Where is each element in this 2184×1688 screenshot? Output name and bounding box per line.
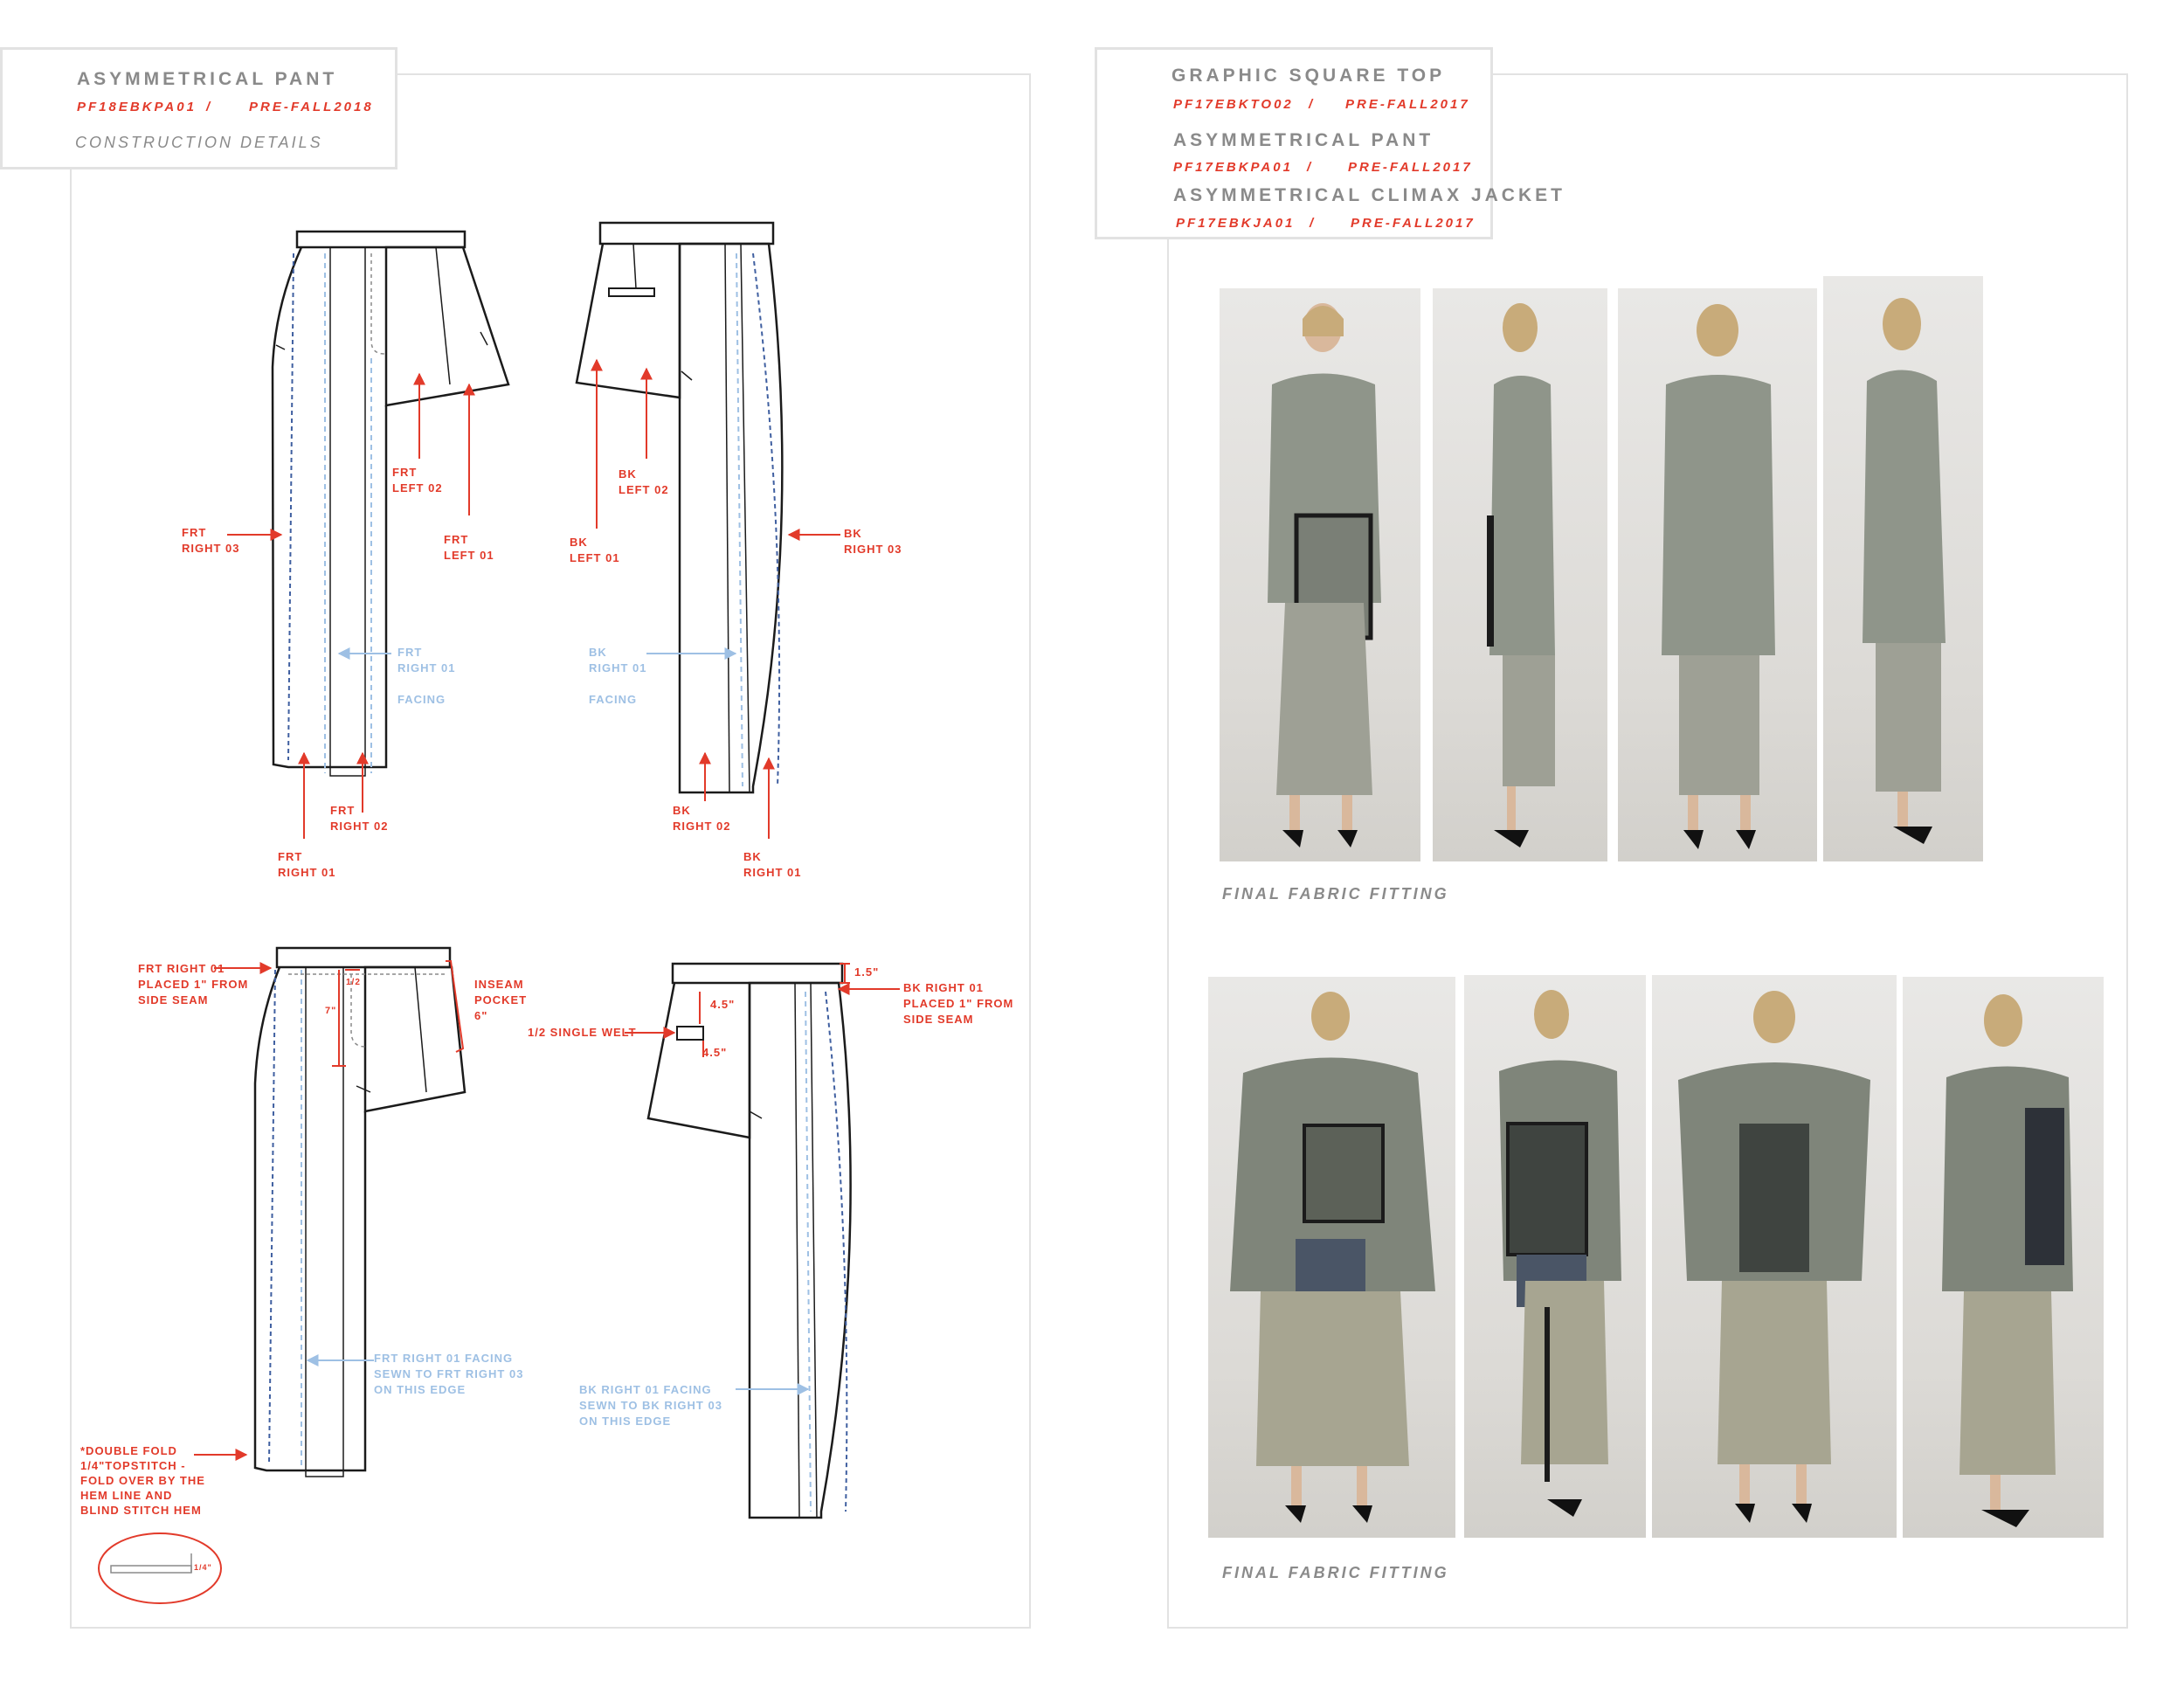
fitting-photo-bottom-front	[1208, 977, 1455, 1538]
front-right-outline	[271, 246, 388, 769]
front-flat-top	[271, 230, 510, 777]
front-left-panel-detail	[363, 965, 467, 1113]
product-separator-3: /	[1310, 216, 1317, 231]
caption-final-fabric-fitting-bottom: FINAL FABRIC FITTING	[1222, 1564, 1449, 1581]
label-bk-right-02: BK RIGHT 02	[673, 804, 731, 833]
fitting-photo-bottom-back	[1652, 975, 1897, 1538]
front-right-outline-detail	[253, 966, 367, 1472]
product-title-2: ASYMMETRICAL PANT	[1173, 130, 1434, 150]
label-bk-right-01-placed: BK RIGHT 01 PLACED 1" FROM SIDE SEAM	[903, 981, 1014, 1026]
back-right-outline-detail	[748, 981, 852, 1519]
product-season-3: PRE-FALL2017	[1351, 216, 1476, 231]
product-title-1: GRAPHIC SQUARE TOP	[1171, 66, 1446, 86]
front-waistband-detail	[275, 946, 452, 969]
back-left-panel	[575, 243, 681, 399]
product-title-3: ASYMMETRICAL CLIMAX JACKET	[1173, 185, 1565, 205]
label-four-five-a: 4.5"	[710, 998, 736, 1011]
label-frt-facing-sewn: FRT RIGHT 01 FACING SEWN TO FRT RIGHT 03…	[374, 1352, 524, 1396]
product-season-1: PRE-FALL2017	[1345, 97, 1470, 112]
label-bk-left-01: BK LEFT 01	[570, 536, 620, 564]
construction-details-subtitle: CONSTRUCTION DETAILS	[75, 134, 323, 151]
label-single-welt: 1/2 SINGLE WELT	[528, 1026, 637, 1039]
pant-season: PRE-FALL2018	[249, 100, 374, 114]
back-right-outline	[678, 242, 784, 794]
label-frt-right-01: FRT RIGHT 01	[278, 850, 336, 879]
back-waistband-detail	[671, 962, 844, 985]
product-separator-1: /	[1309, 97, 1316, 112]
label-bk-facing-sewn: BK RIGHT 01 FACING SEWN TO BK RIGHT 03 O…	[579, 1383, 722, 1428]
back-welt-pocket	[608, 287, 655, 297]
label-frt-left-01: FRT LEFT 01	[444, 533, 494, 562]
back-flat-top	[575, 221, 784, 794]
fitting-photo-top-front	[1220, 288, 1420, 861]
product-separator-2: /	[1307, 160, 1314, 175]
front-waistband	[295, 230, 467, 249]
product-season-2: PRE-FALL2017	[1348, 160, 1473, 175]
label-inseam-pocket: INSEAM POCKET 6"	[474, 978, 528, 1022]
left-page-frame	[70, 73, 1031, 1629]
fitting-photo-bottom-side-left	[1903, 977, 2104, 1538]
pant-title: ASYMMETRICAL PANT	[77, 69, 338, 89]
fitting-photo-top-back	[1618, 288, 1817, 861]
label-four-five-b: 4.5"	[702, 1046, 728, 1059]
pant-style-code: PF18EBKPA01	[77, 100, 197, 114]
product-code-3: PF17EBKJA01	[1176, 216, 1296, 231]
label-hem-quarter: 1/4"	[194, 1563, 212, 1572]
product-code-1: PF17EBKTO02	[1173, 97, 1294, 112]
front-right-inner-panel	[329, 247, 366, 777]
label-double-fold: *DOUBLE FOLD 1/4"TOPSTITCH - FOLD OVER B…	[80, 1444, 205, 1517]
fitting-photo-bottom-side-right	[1464, 975, 1646, 1538]
label-bk-right-01-facing: BK RIGHT 01 FACING	[589, 646, 647, 706]
fitting-photo-top-side-right	[1433, 288, 1607, 861]
label-frt-right-01-facing: FRT RIGHT 01 FACING	[397, 646, 456, 706]
label-one-five: 1.5"	[854, 965, 880, 979]
label-frt-right-01-placed: FRT RIGHT 01 PLACED 1" FROM SIDE SEAM	[138, 962, 249, 1007]
caption-final-fabric-fitting-top: FINAL FABRIC FITTING	[1222, 885, 1449, 903]
label-half-inch: 1/2	[346, 978, 361, 987]
pant-code-separator: /	[206, 100, 213, 114]
label-bk-right-01: BK RIGHT 01	[743, 850, 802, 879]
label-frt-right-02: FRT RIGHT 02	[330, 804, 389, 833]
front-left-panel	[384, 246, 510, 407]
fitting-photo-top-side-left	[1823, 276, 1983, 861]
left-title-box: ASYMMETRICAL PANT PF18EBKPA01 / PRE-FALL…	[0, 47, 397, 169]
hem-detail-oval	[98, 1532, 222, 1604]
right-page-frame	[1167, 73, 2128, 1629]
label-frt-right-03: FRT RIGHT 03	[182, 526, 240, 555]
label-frt-left-02: FRT LEFT 02	[392, 466, 443, 495]
back-waistband	[598, 221, 775, 246]
back-welt-pocket-detail	[676, 1026, 704, 1041]
back-flat-bottom	[646, 962, 852, 1519]
label-seven-inch: 7"	[325, 1006, 337, 1016]
product-code-2: PF17EBKPA01	[1173, 160, 1293, 175]
front-flat-bottom	[253, 946, 467, 1477]
right-title-box: GRAPHIC SQUARE TOP PF17EBKTO02 / PRE-FAL…	[1095, 47, 1562, 239]
label-bk-left-02: BK LEFT 02	[619, 467, 669, 496]
label-bk-right-03: BK RIGHT 03	[844, 527, 902, 556]
